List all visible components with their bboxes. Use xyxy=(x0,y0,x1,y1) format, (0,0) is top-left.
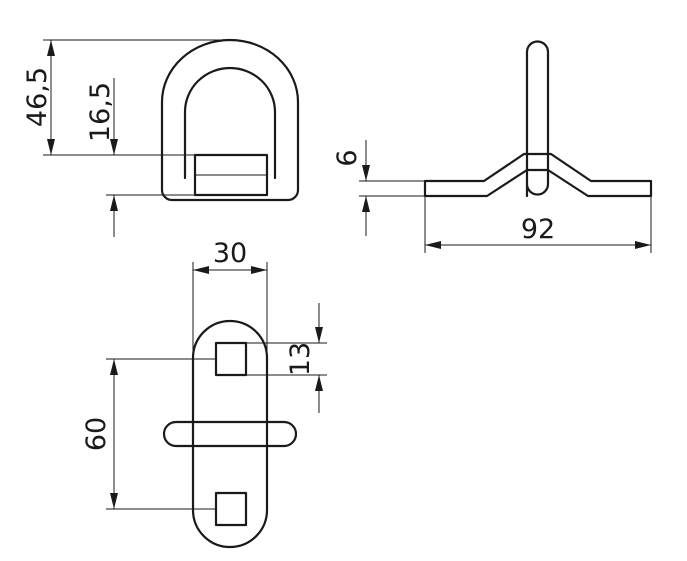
front-view: 46,5 16,5 xyxy=(22,38,300,237)
dim-arrow xyxy=(47,139,55,155)
d-ring-inner xyxy=(183,66,277,180)
side-view: 6 92 xyxy=(332,40,653,253)
dim-arrow xyxy=(110,139,118,155)
dim-label-ring-base-height: 16,5 xyxy=(85,82,116,142)
dim-arrow xyxy=(193,266,209,274)
top-slot-lower xyxy=(214,491,248,527)
dim-arrow xyxy=(110,359,118,375)
dim-label-overall-length: 92 xyxy=(521,214,555,245)
dim-arrow xyxy=(315,375,323,391)
dim-arrow xyxy=(251,266,267,274)
dim-arrow xyxy=(362,196,370,212)
d-ring-outer xyxy=(160,38,300,202)
side-base-plate xyxy=(423,152,653,198)
dim-arrow xyxy=(110,493,118,509)
side-ring xyxy=(525,40,550,198)
top-view: 30 13 60 xyxy=(81,238,327,549)
dim-arrow xyxy=(47,40,55,56)
dim-arrow xyxy=(362,165,370,181)
dim-arrow xyxy=(635,241,651,249)
dim-label-plate-width: 30 xyxy=(213,238,247,269)
dim-label-slot-spacing: 60 xyxy=(81,417,112,451)
dim-arrow xyxy=(315,327,323,343)
top-plate-outline xyxy=(191,319,269,549)
dim-label-slot-size: 13 xyxy=(285,342,316,376)
top-slot-upper xyxy=(214,341,248,377)
dim-arrow xyxy=(110,195,118,211)
dim-label-ring-height: 46,5 xyxy=(22,67,53,127)
top-ring-bar xyxy=(162,420,298,448)
dim-arrow xyxy=(425,241,441,249)
dim-label-plate-thickness: 6 xyxy=(332,149,363,166)
